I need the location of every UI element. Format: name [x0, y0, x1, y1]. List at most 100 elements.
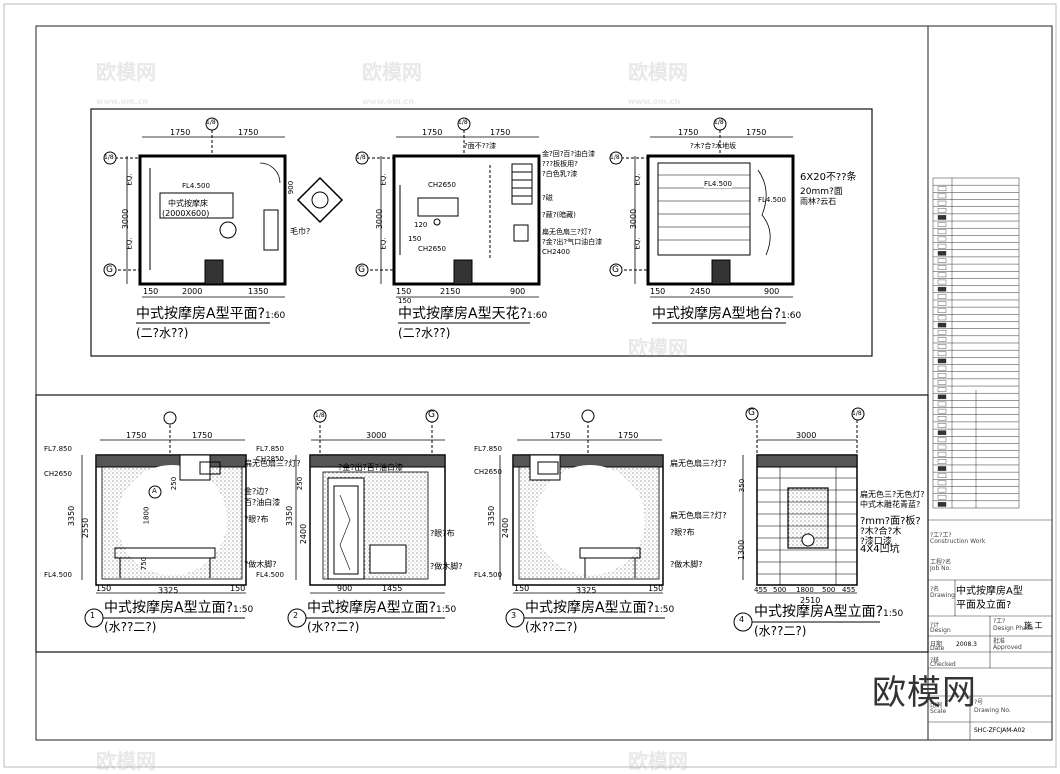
level-label: FL7.850	[256, 445, 284, 453]
elevation-note: 扁无色扇三?灯?	[670, 459, 727, 468]
title-block	[928, 519, 1052, 740]
level-label: FL4.500	[704, 180, 732, 188]
legend-symbol	[937, 200, 947, 206]
legend-symbol	[937, 344, 947, 349]
plan-subtitle: (二?水??)	[136, 326, 189, 340]
dimension: 455	[842, 586, 856, 594]
elevation-title: 中式按摩房A型立面?1:50	[307, 600, 457, 616]
checked-label-en: Checked	[930, 661, 956, 668]
dimension: 1750	[618, 431, 639, 440]
plan-ceiling	[362, 125, 541, 298]
level-label: FL7.850	[474, 445, 502, 453]
drawing-title-2: 平面及立面?	[956, 600, 1012, 611]
date-label-en: Date	[930, 645, 945, 652]
dimension: 1800	[796, 586, 814, 594]
phase-label-en: Design Phase	[993, 625, 1034, 632]
dimension: EQ.	[379, 237, 388, 250]
legend-symbol	[937, 430, 947, 435]
legend-symbol	[937, 502, 947, 507]
legend-symbol	[937, 207, 947, 213]
elevation-number: 4	[739, 615, 745, 624]
dimension: 150	[650, 287, 666, 296]
bed-size: (2000X600)	[162, 209, 210, 218]
axis-label: 1/8	[104, 154, 114, 161]
ceiling-note: 扁无色扇三?灯?	[542, 228, 592, 236]
elevations-frame	[35, 394, 929, 653]
legend-symbol	[937, 294, 947, 299]
elevation-title: 中式按摩房A型立面?1:50	[104, 600, 254, 616]
dimension: 2450	[690, 287, 711, 296]
dimension: 150	[398, 297, 412, 305]
legend-table	[932, 177, 1020, 509]
axis-label: 1/8	[206, 119, 216, 126]
design-label: ?计	[930, 622, 940, 629]
plan-title: 中式按摩房A型地台?1:60	[652, 306, 802, 322]
phase-label: ?工?	[993, 618, 1006, 625]
scale-label-en: Scale	[930, 708, 947, 715]
elevation-subtitle: (水??二?)	[754, 624, 807, 638]
dimension: 900	[287, 180, 296, 195]
legend-symbol	[937, 365, 947, 371]
dimension: 150	[96, 584, 112, 593]
dimension: 2150	[440, 287, 461, 296]
ceiling-note: ?磁	[542, 194, 553, 202]
elevation-note: ?眼?布	[670, 528, 695, 537]
legend-symbol	[937, 487, 947, 493]
legend-symbol	[937, 222, 947, 227]
dimension: 1750	[746, 128, 767, 137]
legend-symbol	[937, 466, 947, 471]
dimension: 3000	[629, 208, 639, 230]
legend-symbol	[937, 279, 947, 285]
elevation-note: 4X4凹坑	[860, 544, 900, 555]
legend-symbol	[937, 423, 947, 428]
level-label: CH2850	[256, 455, 284, 463]
legend-symbol	[937, 329, 947, 335]
dimension: 1455	[382, 584, 403, 593]
dimension: 900	[337, 584, 353, 593]
date-label: 日期	[930, 641, 943, 648]
drawing-title: 中式按摩房A型	[956, 586, 1023, 597]
legend-symbol	[937, 459, 947, 464]
dimension: 3000	[121, 208, 131, 230]
elevation-note: ?眼?布	[430, 529, 455, 538]
legend-symbol	[937, 258, 947, 263]
dimension: EQ.	[379, 173, 388, 186]
dimension: 350	[738, 478, 747, 493]
sheet-number: SHC-ZFCJAM-A02	[974, 727, 1026, 734]
elevation-note: ?做木脚?	[670, 560, 703, 569]
dimension: 1350	[248, 287, 269, 296]
axis-label: G	[612, 265, 619, 275]
sheet-label: ?号	[974, 699, 984, 706]
ceiling-note: ?白色乳?漆	[542, 170, 578, 178]
legend-symbol	[937, 372, 947, 378]
scale-label: 比例	[930, 702, 943, 709]
legend-symbol	[937, 401, 947, 407]
dimension: 3325	[158, 586, 179, 595]
dimension: 2510	[800, 596, 821, 605]
plan-title: 中式按摩房A型天花?1:60	[398, 306, 548, 322]
approved-label: 批准	[993, 638, 1006, 645]
legend-symbol	[937, 451, 947, 457]
elevation-note: 百?油白漆	[244, 498, 281, 507]
construction-label: ?工?工?	[930, 532, 952, 539]
dimension: 1750	[192, 431, 213, 440]
elevation-note: ?做木脚?	[430, 562, 463, 571]
level-label: FL7.850	[44, 445, 72, 453]
design-label-en: Design	[930, 627, 951, 634]
level-label: CH2650	[474, 468, 502, 476]
legend-symbol	[937, 236, 947, 242]
ceiling-height: CH2650	[418, 245, 446, 253]
dimension: 250	[170, 476, 179, 491]
level-label: FL4.500	[758, 196, 786, 204]
legend-symbol	[937, 272, 947, 278]
dimension: 1800	[142, 506, 151, 525]
legend-symbol	[937, 251, 947, 256]
elevation-title: 中式按摩房A型立面?1:50	[754, 604, 904, 620]
legend-symbol	[937, 351, 947, 357]
axis-label: 1/8	[315, 412, 325, 419]
legend-symbol	[937, 473, 947, 479]
legend-symbol	[937, 229, 947, 235]
plans-frame	[90, 108, 873, 357]
legend-symbol	[937, 193, 947, 199]
brand-logo: 欧模网	[872, 673, 977, 713]
